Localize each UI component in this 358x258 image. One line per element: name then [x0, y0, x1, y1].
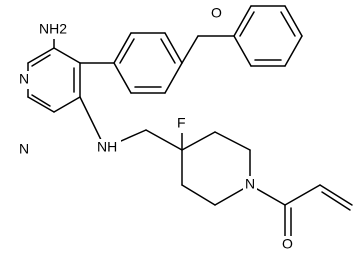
atom-n-piperidine: N	[243, 176, 257, 194]
piperidine-ring	[181, 131, 251, 206]
svg-text:NH: NH	[97, 139, 117, 155]
vinyl-double-bond-1	[319, 184, 353, 206]
svg-text:NH2: NH2	[39, 21, 67, 37]
central-phenyl-ring	[113, 32, 183, 94]
svg-text:F: F	[177, 115, 186, 131]
atom-o-carbonyl: O	[280, 236, 296, 254]
atom-o-ether: O	[209, 5, 225, 23]
atom-f: F	[175, 115, 189, 133]
terminal-phenyl-ring	[233, 5, 303, 67]
svg-text:O: O	[282, 236, 293, 252]
svg-text:O: O	[211, 5, 222, 21]
svg-text:N: N	[19, 71, 29, 87]
atom-nh-linker: NH	[95, 139, 121, 157]
svg-text:N: N	[245, 176, 255, 192]
methylene-bond	[145, 129, 183, 151]
atom-n-ring-upper: N	[17, 71, 31, 89]
pyrimidine-ring	[27, 47, 81, 113]
vinyl-single-bond	[284, 184, 321, 206]
atom-nh2: NH2	[38, 21, 72, 39]
atom-n-ring-lower: N	[17, 141, 31, 159]
vinyl-double-bond-2	[321, 191, 351, 211]
ether-bond-left	[181, 35, 199, 64]
svg-text:N: N	[19, 141, 29, 157]
